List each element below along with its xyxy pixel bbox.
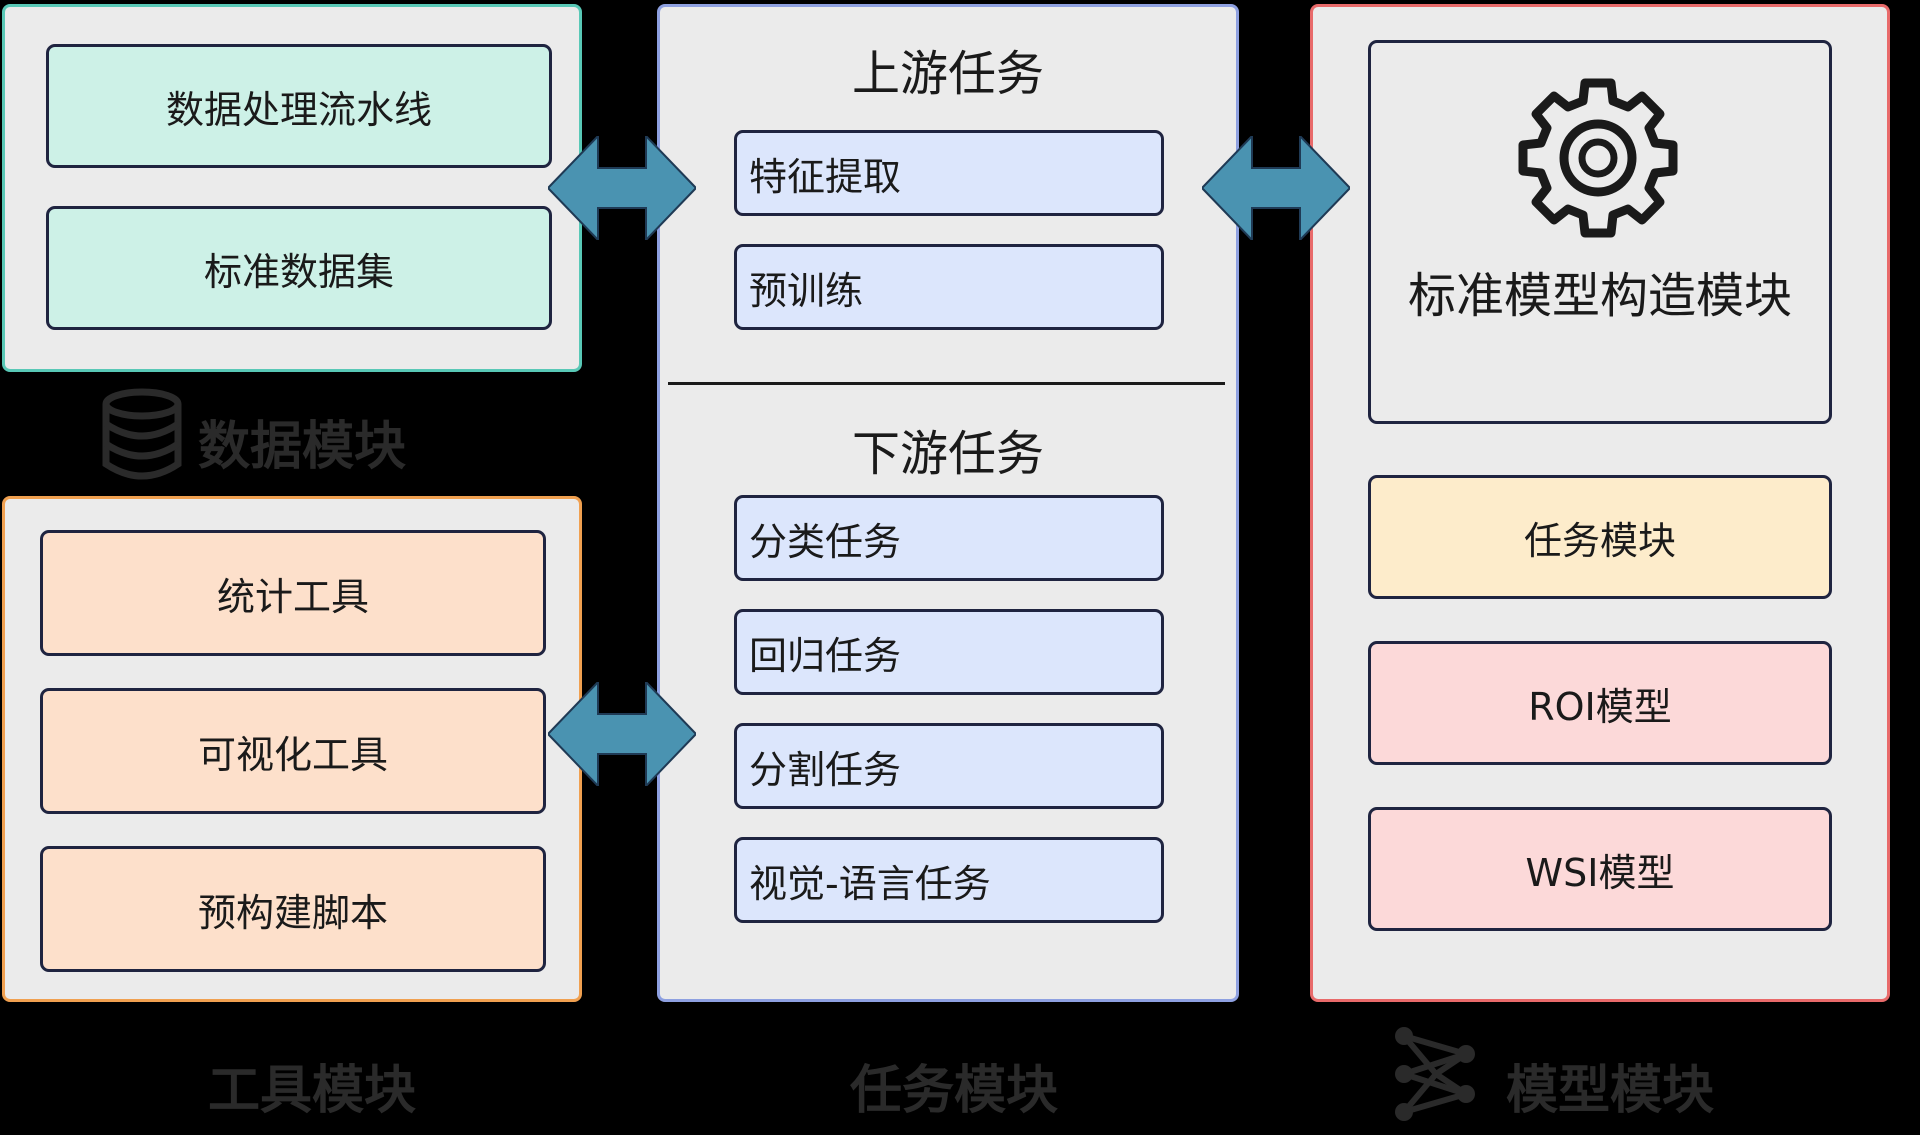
visualization-tool-box: 可视化工具 xyxy=(40,688,546,814)
downstream-vision-language-box: 视觉-语言任务 xyxy=(734,837,1164,923)
data-pipeline-box: 数据处理流水线 xyxy=(46,44,552,168)
prebuilt-script-box: 预构建脚本 xyxy=(40,846,546,972)
downstream-segmentation-box: 分割任务 xyxy=(734,723,1164,809)
downstream-classification-box: 分类任务 xyxy=(734,495,1164,581)
double-arrow-data-task xyxy=(548,136,696,240)
upstream-title: 上游任务 xyxy=(851,46,1044,102)
tool-module-caption: 工具模块 xyxy=(208,1061,417,1121)
wsi-model-box: WSI模型 xyxy=(1368,807,1832,931)
roi-model-box: ROI模型 xyxy=(1368,641,1832,765)
model-task-box: 任务模块 xyxy=(1368,475,1832,599)
model-builder-title: 标准模型构造模块 xyxy=(1407,268,1792,324)
double-arrow-task-model xyxy=(1202,136,1350,240)
task-module-caption: 任务模块 xyxy=(850,1061,1059,1121)
database-icon xyxy=(102,388,182,480)
network-icon xyxy=(1395,1027,1475,1121)
downstream-regression-box: 回归任务 xyxy=(734,609,1164,695)
upstream-pretrain-box: 预训练 xyxy=(734,244,1164,330)
downstream-title: 下游任务 xyxy=(851,426,1044,482)
standard-dataset-box: 标准数据集 xyxy=(46,206,552,330)
task-divider xyxy=(668,382,1225,385)
stats-tool-box: 统计工具 xyxy=(40,530,546,656)
gear-icon xyxy=(1518,78,1678,238)
double-arrow-tool-task xyxy=(548,682,696,786)
model-module-caption: 模型模块 xyxy=(1506,1061,1715,1121)
data-module-caption: 数据模块 xyxy=(198,417,407,477)
upstream-feature-box: 特征提取 xyxy=(734,130,1164,216)
